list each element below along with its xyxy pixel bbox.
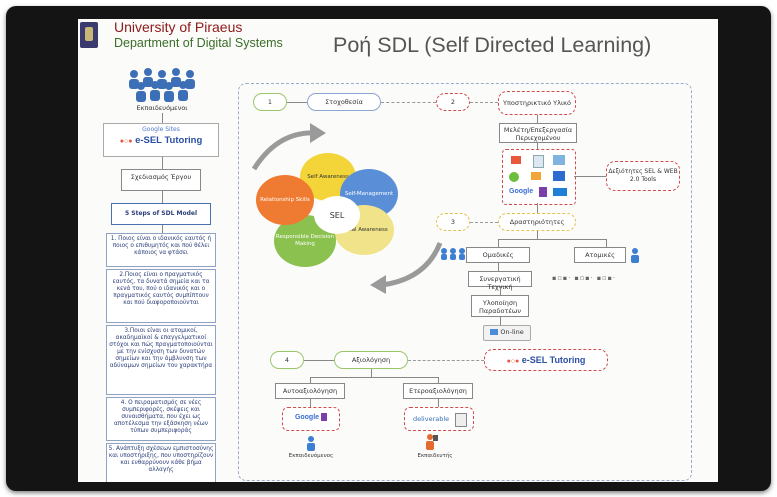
collaborative-technique-box: Συνεργατική Τεχνική [468, 271, 532, 291]
google-tools-icon: Google [509, 188, 534, 195]
online-box: On-line [483, 325, 531, 341]
forms-icon [321, 413, 328, 422]
sel-web-tools-box: Δεξιότητες SEL & WEB 2.0 Tools [606, 161, 680, 191]
group-people-icon [441, 248, 465, 260]
tool-icon-8 [553, 188, 567, 196]
tool-icon-6 [553, 171, 565, 181]
tool-icon-5 [531, 172, 541, 180]
evaluation-box: Αξιολόγηση [334, 351, 408, 369]
step-1-number: 1 [253, 93, 287, 111]
goal-setting-box: Στοχοθεσία [307, 93, 381, 111]
deliverable-card-label: deliverable [413, 415, 450, 423]
google-sites-label: Google Sites [142, 126, 180, 133]
collab-icons-row: ▪▫▪· ▪▫▪· ▪▫▪· [552, 274, 616, 282]
support-material-box: Υποστηρικτικό Υλικό [498, 91, 576, 115]
esel-mark-icon: ●○● [119, 138, 133, 145]
individual-activities-box: Ατομικές [574, 247, 626, 263]
tool-icon-2 [533, 155, 544, 168]
tool-icon-7 [539, 187, 547, 197]
step-2-number: 2 [436, 93, 470, 111]
esel-eval-logo: ●○● e-SEL Tutoring [507, 355, 586, 365]
activities-box: Δραστηριότητες [498, 213, 576, 231]
sdl-step-3: 3.Ποιοι είναι οι ατομικοί, ακαδημαϊκοί &… [106, 325, 216, 395]
document-icon [455, 413, 467, 427]
content-study-box: Μελέτη/Επεξεργασία Περιεχομένου [499, 123, 577, 143]
learner-caption: Εκπαιδευόμενος [288, 453, 334, 459]
wheel-center: SEL [314, 196, 360, 234]
esel-eval-box: ●○● e-SEL Tutoring [484, 349, 608, 371]
step-3-number: 3 [436, 213, 470, 231]
peer-evaluation-box: Ετεροαξιολόγηση [403, 383, 473, 399]
person-icon [631, 248, 639, 263]
esel-eval-mark-icon: ●○● [506, 358, 520, 365]
flow-container [238, 83, 692, 481]
self-evaluation-box: Αυτοαξιολόγηση [275, 383, 345, 399]
deliverables-box: Υλοποίηση Παραδοτέων [471, 295, 529, 317]
university-logo [80, 22, 98, 48]
tool-icon-4 [509, 172, 519, 182]
esel-logo: ●○● e-SEL Tutoring [104, 135, 218, 146]
esel-eval-text: e-SEL Tutoring [521, 355, 586, 365]
esel-text: e-SEL Tutoring [135, 135, 203, 146]
online-icon [490, 329, 499, 335]
tool-icon-1 [511, 156, 521, 164]
esel-platform-box: Google Sites ●○● e-SEL Tutoring [103, 123, 219, 157]
wheel-relationship-skills: Relationship Skills [256, 175, 314, 225]
sdl-step-1: 1. Ποιος είναι ο ιδανικός εαυτός ή ποιος… [106, 233, 216, 267]
deliverable-card: deliverable [404, 407, 474, 431]
step-4-number: 4 [270, 351, 304, 369]
curved-arrow-down-icon [370, 242, 443, 294]
slide-title: Ροή SDL (Self Directed Learning) [333, 33, 652, 57]
project-design-box: Σχεδιασμός Έργου [121, 169, 201, 191]
google-forms-card: Google [282, 407, 340, 431]
sdl-step-5: 5. Ανάπτυξη σχέσεων εμπιστοσύνης και υπο… [106, 443, 216, 482]
web20-tools-panel: Google [502, 149, 576, 205]
online-label: On-line [500, 328, 524, 336]
sdl-steps-title: 5 Steps of SDL Model [111, 203, 211, 225]
google-forms-label: Google [294, 414, 320, 421]
curved-arrow-up-icon [251, 123, 326, 171]
university-name: University of Piraeus [114, 19, 243, 35]
sdl-step-2: 2.Ποιος είναι ο πραγματικός εαυτός, τα δ… [106, 269, 216, 323]
teacher-person-icon [426, 434, 438, 450]
learners-group-icon [129, 68, 195, 102]
learner-person-icon [307, 436, 315, 451]
tool-icon-3 [553, 155, 565, 165]
sdl-step-4: 4. Ο πειραματισμός σε νέες συμπεριφορές,… [106, 397, 216, 441]
group-activities-box: Ομαδικές [466, 247, 530, 263]
slide: University of Piraeus Department of Digi… [78, 19, 718, 482]
teacher-caption: Εκπαιδευτής [417, 453, 453, 459]
learners-label: Εκπαιδευόμενοι [136, 104, 188, 112]
department-name: Department of Digital Systems [114, 36, 283, 50]
